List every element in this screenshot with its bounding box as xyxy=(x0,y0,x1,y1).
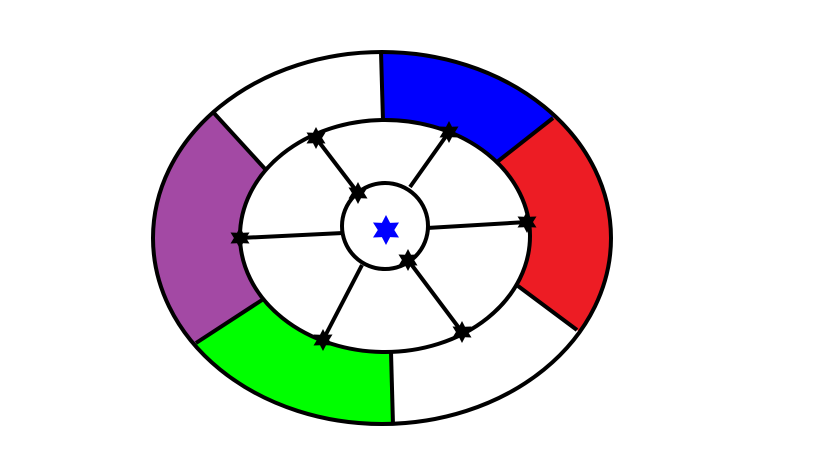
six-pointed-star-icon xyxy=(439,121,459,143)
divider xyxy=(389,351,395,426)
spoke xyxy=(406,258,464,334)
spoke xyxy=(314,136,360,195)
six-pointed-star-icon xyxy=(313,329,333,351)
divider xyxy=(379,51,385,122)
spoke xyxy=(239,231,344,240)
six-pointed-star-icon xyxy=(306,127,326,149)
six-pointed-star-icon xyxy=(230,227,250,249)
spoke xyxy=(426,220,528,230)
six-pointed-star-icon xyxy=(452,321,472,343)
divider xyxy=(194,298,264,345)
divider xyxy=(495,116,555,164)
segment-left xyxy=(153,52,266,405)
six-pointed-star-icon xyxy=(348,182,368,204)
spoke xyxy=(321,264,364,341)
segment-right xyxy=(497,52,611,422)
divider xyxy=(211,110,268,172)
six-pointed-star-icon xyxy=(398,249,418,271)
divider xyxy=(516,284,579,332)
six-pointed-star-icon xyxy=(517,211,537,233)
spoke xyxy=(408,130,451,189)
center-star-icon xyxy=(373,215,399,245)
